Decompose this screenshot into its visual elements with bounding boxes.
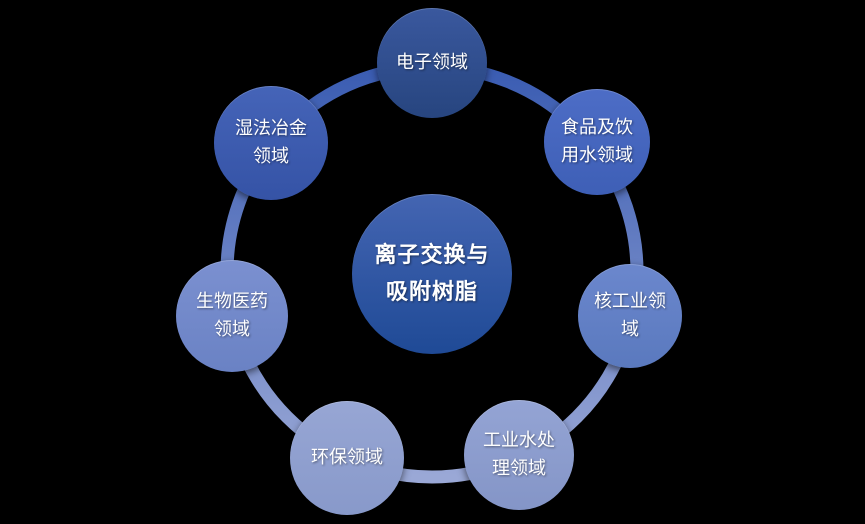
node-label-line: 食品及饮 bbox=[561, 117, 633, 138]
node-environmental-protection: 环保领域 bbox=[290, 401, 404, 515]
node-label-line: 工业水处 bbox=[483, 430, 555, 451]
node-food-drinking-water: 食品及饮 用水领域 bbox=[544, 89, 650, 195]
node-biomedicine: 生物医药 领域 bbox=[176, 260, 288, 372]
node-industrial-water-treatment: 工业水处 理领域 bbox=[464, 400, 574, 510]
node-label-line: 生物医药 bbox=[196, 291, 268, 312]
node-label-line: 域 bbox=[621, 319, 639, 340]
node-label-line: 用水领域 bbox=[561, 145, 633, 166]
node-label-line: 核工业领 bbox=[594, 291, 666, 312]
center-node: 离子交换与 吸附树脂 bbox=[352, 194, 512, 354]
node-label-line: 环保领域 bbox=[311, 447, 383, 468]
node-label-line: 领域 bbox=[214, 319, 250, 340]
node-label-line: 湿法冶金 bbox=[235, 118, 307, 139]
node-label-line: 领域 bbox=[253, 146, 289, 167]
node-label-line: 理领域 bbox=[492, 458, 546, 479]
center-label-line: 离子交换与 bbox=[374, 243, 490, 268]
node-label-line: 电子领域 bbox=[396, 52, 468, 73]
node-electronics: 电子领域 bbox=[377, 8, 487, 118]
node-nuclear-industry: 核工业领 域 bbox=[578, 264, 682, 368]
center-label-line: 吸附树脂 bbox=[385, 280, 478, 305]
node-hydrometallurgy: 湿法冶金 领域 bbox=[214, 86, 328, 200]
